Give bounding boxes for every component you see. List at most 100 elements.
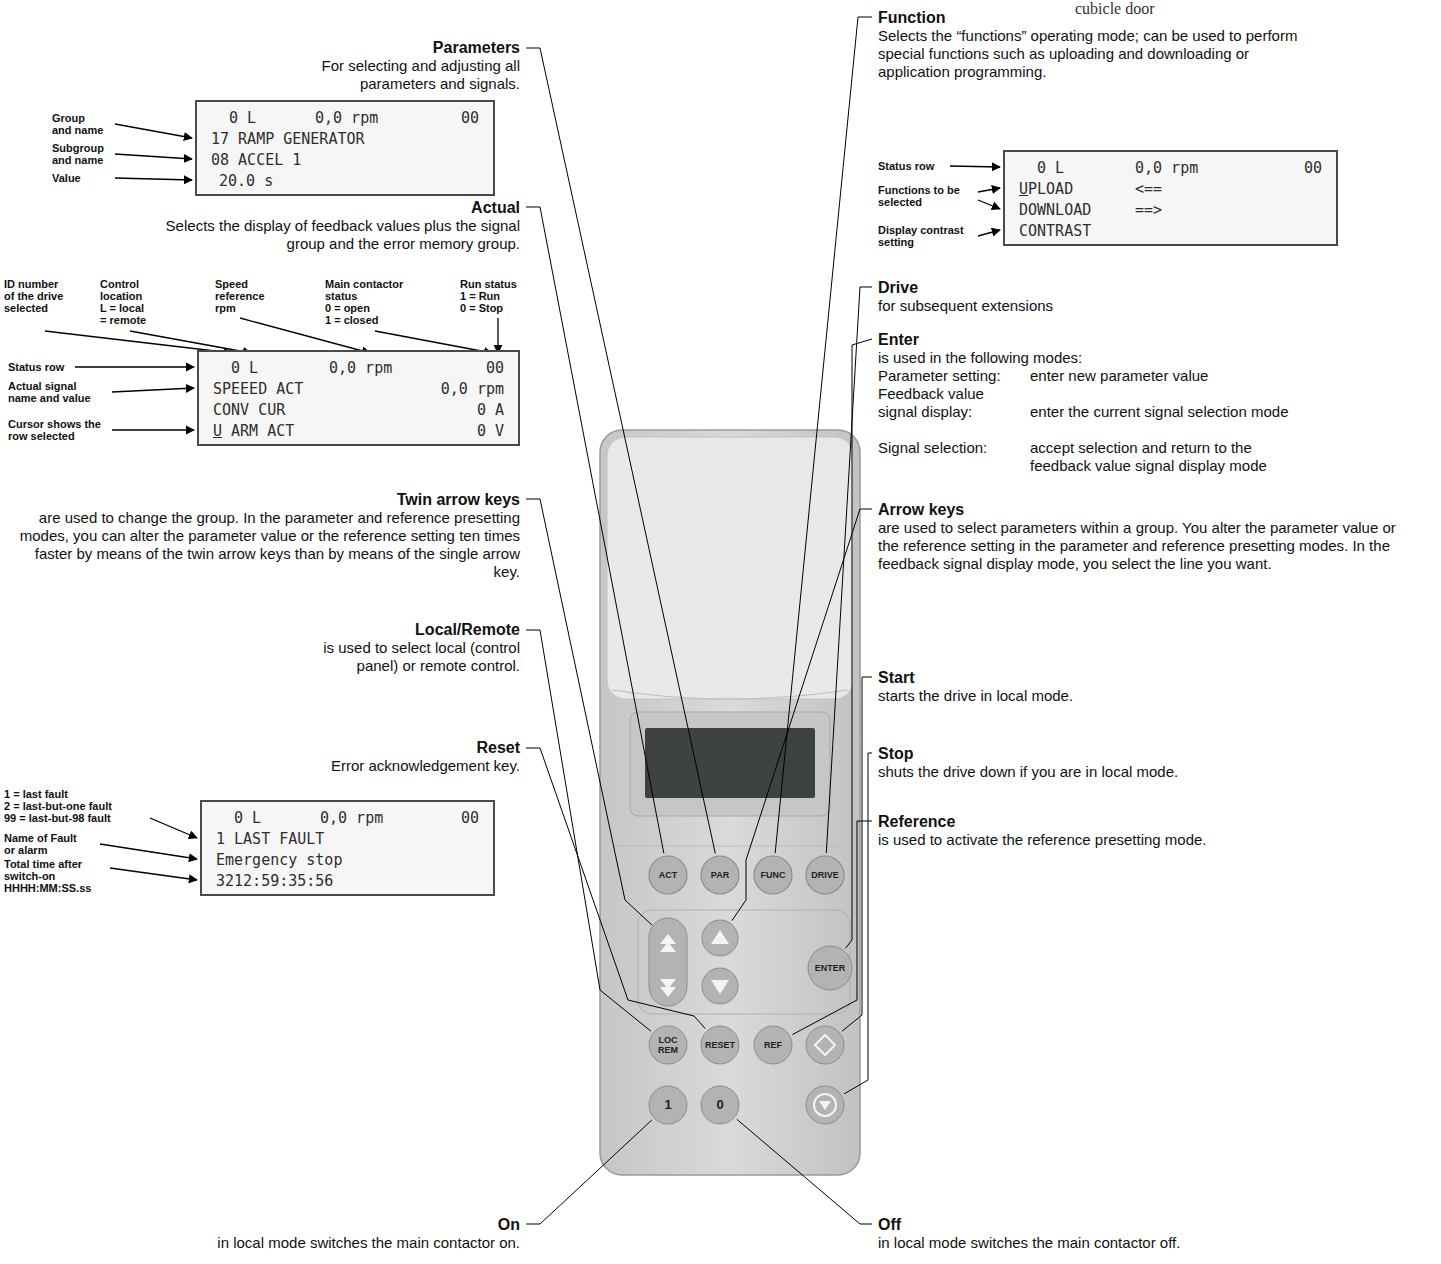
control-panel-part [645, 728, 815, 798]
annotation-arrow [497, 318, 498, 353]
callout-text: Error acknowledgement key. [220, 757, 520, 775]
function-keys-part [806, 856, 844, 894]
annotation-label: Name of Fault or alarm [4, 832, 89, 856]
callout-heading: Reference [878, 812, 1078, 831]
callout-text: are used to select parameters within a g… [878, 519, 1418, 573]
leader-line [732, 509, 872, 921]
annotation-arrows [45, 124, 1000, 880]
callout-heading: Function [878, 8, 1178, 27]
callout-heading: Off [878, 1215, 1078, 1234]
arrow-keys-part [660, 934, 676, 952]
arrow-keys-part [711, 930, 729, 944]
callout-text: are used to change the group. In the par… [15, 509, 520, 581]
callout-heading: Drive [878, 278, 1078, 297]
control-keys-part [806, 1026, 844, 1064]
control-panel-part [612, 846, 848, 847]
control-keys-part [814, 1094, 836, 1116]
function-keys-part [754, 856, 792, 894]
arrow-keys-part [702, 968, 738, 1004]
screen-text: 20.0 s [219, 172, 273, 190]
annotation-arrow [100, 844, 197, 859]
callout-text: For selecting and adjusting all paramete… [295, 57, 520, 93]
screen-text: 0 L [234, 809, 261, 827]
annotation-label: ID number of the drive selected [4, 278, 66, 314]
arrow-keys-part [808, 946, 852, 990]
leader-line [826, 287, 872, 853]
screen-text: 00 [461, 809, 479, 827]
annotation-label: Functions to be selected [878, 184, 973, 208]
annotation-label: Total time after switch-on [4, 858, 99, 882]
callout-heading: Local/Remote [320, 620, 520, 639]
callout-heading: Start [878, 668, 1078, 687]
callout-text: is used to activate the reference preset… [878, 831, 1328, 849]
screen-text: 0,0 rpm [1135, 159, 1198, 177]
function-keys-part [701, 856, 739, 894]
leader-line [526, 48, 715, 854]
callout-heading: Stop [878, 744, 1078, 763]
leader-line [737, 1119, 872, 1224]
screen-text: DOWNLOAD [1019, 201, 1091, 219]
annotation-label: Cursor shows the row selected [8, 418, 103, 442]
callout-text: enter new parameter value [1030, 367, 1330, 385]
control-panel-part [600, 430, 860, 1175]
annotation-arrow [112, 429, 194, 430]
annotation-label: Subgroup and name [52, 142, 107, 166]
annotation-arrow [115, 124, 192, 138]
screen-text: 0,0 rpm [441, 380, 504, 398]
screen-text: 0,0 rpm [315, 109, 378, 127]
caption-fragment: cubicle door [1075, 0, 1225, 18]
callout-text: in local mode switches the main contacto… [100, 1234, 520, 1252]
annotation-label: Main contactor status [325, 278, 420, 302]
lcd-screen: 0 L0,0 rpm001 LAST FAULTEmergency stop32… [200, 800, 495, 896]
screen-text: 0,0 rpm [320, 809, 383, 827]
key-legend: REF [764, 1040, 782, 1050]
arrow-keys [638, 910, 852, 1014]
annotation-label: Actual signal name and value [8, 380, 103, 404]
annotation-arrow [978, 188, 1000, 192]
annotation-label: 2 = last-but-one fault [4, 800, 154, 812]
callout-heading: Arrow keys [878, 500, 1178, 519]
screen-text: 0 L [231, 359, 258, 377]
key-legend: 0 [716, 1098, 723, 1112]
annotation-label: Control location [100, 278, 158, 302]
annotation-label: 0 = Stop [460, 302, 520, 314]
annotation-arrow [110, 868, 197, 880]
screen-text: SPEEED ACT [213, 380, 303, 398]
callout-heading: Actual [320, 198, 520, 217]
control-keys-part [649, 1086, 687, 1124]
callout-text: for subsequent extensions [878, 297, 1278, 315]
callout-text: in local mode switches the main contacto… [878, 1234, 1328, 1252]
control-keys-part [649, 1026, 687, 1064]
callout-text: is used in the following modes: [878, 349, 1278, 367]
screen-text: 0 A [477, 401, 504, 419]
lcd-screen: 0 L0,0 rpm00UPLOAD<==DOWNLOAD==>CONTRAST [1003, 150, 1338, 246]
control-keys [649, 1026, 844, 1124]
annotation-label: Speed reference rpm [215, 278, 277, 314]
arrow-keys-part [660, 979, 676, 997]
screen-text: 0 L [1037, 159, 1064, 177]
callout-text: Parameter setting: [878, 367, 1028, 385]
control-keys-part [701, 1086, 739, 1124]
annotation-label: HHHH:MM:SS.ss [4, 882, 124, 894]
screen-text: 00 [1304, 159, 1322, 177]
screen-text: 0,0 rpm [329, 359, 392, 377]
annotation-label: Run status [460, 278, 520, 290]
leader-line [844, 753, 872, 1094]
control-panel-part [607, 437, 853, 699]
screen-text: 1 LAST FAULT [216, 830, 324, 848]
annotation-label: Value [52, 172, 107, 184]
annotation-label: Status row [878, 160, 968, 172]
control-panel-part [612, 690, 848, 699]
screen-text: 0 V [477, 422, 504, 440]
screen-text: CONV CUR [213, 401, 285, 419]
control-keys-part [806, 1086, 844, 1124]
callout-text: Selects the display of feedback values p… [165, 217, 520, 253]
callout-text: shuts the drive down if you are in local… [878, 763, 1278, 781]
annotation-arrow [978, 200, 1000, 209]
key-legend: LOC REM [656, 1035, 680, 1055]
callout-heading: Reset [320, 738, 520, 757]
annotation-arrow [978, 230, 1000, 236]
key-legend: 1 [664, 1098, 671, 1112]
control-panel [600, 430, 860, 1175]
annotation-arrow [950, 166, 1000, 167]
